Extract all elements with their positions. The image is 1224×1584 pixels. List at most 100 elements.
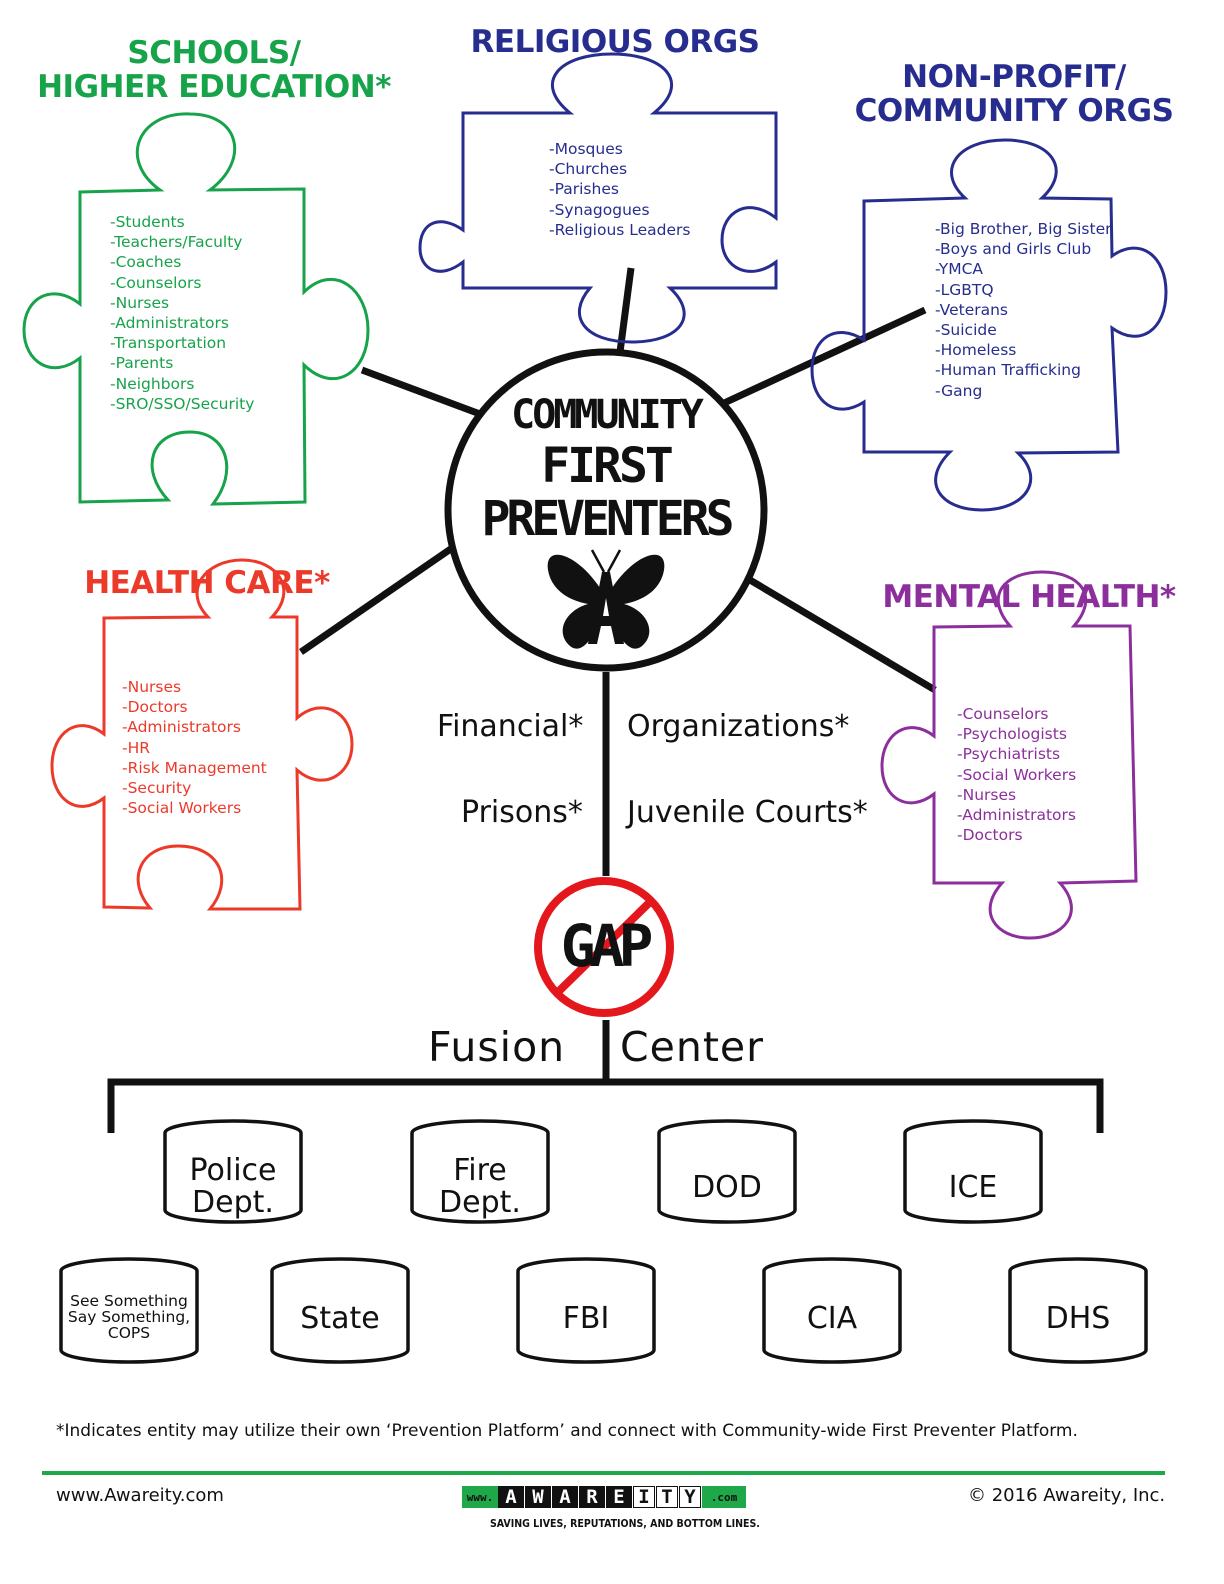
schools-title: SCHOOLS/ HIGHER EDUCATION* (34, 36, 394, 104)
fusion-bracket (107, 1078, 1104, 1133)
mental-puzzle-piece (880, 570, 1138, 940)
logo-letter: A (552, 1486, 578, 1508)
connector-health (299, 543, 457, 655)
agency-label-line: Police (189, 1153, 277, 1188)
agency-label-line: DHS (1045, 1301, 1111, 1336)
agency-label-line: Dept. (439, 1184, 521, 1220)
footer-copyright: © 2016 Awareity, Inc. (968, 1485, 1166, 1506)
list-item: -Gang (935, 381, 983, 400)
agency-fbi: FBI (518, 1303, 654, 1335)
list-item: -Coaches (110, 253, 182, 272)
list-item: -LGBTQ (935, 280, 994, 299)
list-item: -Transportation (110, 334, 227, 353)
agency-label-line: See Something (70, 1292, 188, 1310)
list-item: -Social Workers (957, 765, 1077, 784)
list-item: -Security (122, 779, 192, 798)
label-financial: Financial* (437, 709, 584, 744)
agency-label-line: COPS (107, 1324, 151, 1342)
list-item: -Nurses (110, 293, 170, 312)
nonprofit-title-line1: NON-PROFIT/ (902, 59, 1126, 95)
agency-label-line: Say Something, (67, 1308, 191, 1326)
list-item: -Mosques (549, 140, 623, 158)
religious-puzzle-piece (418, 52, 778, 344)
awareity-logo: www. A W A R E I T Y .com (462, 1486, 746, 1508)
list-item: -Suicide (935, 321, 997, 340)
list-item: -Neighbors (110, 374, 195, 393)
agency-label-line: FBI (562, 1301, 610, 1336)
center-title-line3: PREVENTERS (481, 491, 735, 547)
agency-state: State (272, 1303, 408, 1335)
logo-letter: A (498, 1486, 524, 1508)
list-item: -Churches (549, 160, 628, 179)
butterfly-a-icon (547, 549, 665, 649)
footer-website-link[interactable]: www.Awareity.com (56, 1485, 224, 1506)
list-item: -Psychologists (957, 725, 1067, 744)
schools-puzzle-piece (22, 112, 370, 506)
list-item: -SRO/SSO/Security (110, 394, 255, 413)
logo-letter: I (633, 1486, 655, 1508)
agency-cia: CIA (764, 1303, 900, 1335)
label-organizations: Organizations* (627, 709, 850, 744)
agency-label-line: State (300, 1301, 380, 1336)
health-title: HEALTH CARE* (84, 565, 330, 601)
gap-label: GAP (560, 912, 654, 980)
agency-ice: ICE (905, 1172, 1041, 1204)
schools-title-line1: SCHOOLS/ (127, 35, 301, 71)
nonprofit-title-line2: COMMUNITY ORGS (854, 93, 1174, 129)
logo-letter: T (656, 1486, 678, 1508)
list-item: -Administrators (110, 314, 229, 333)
schools-list: -Students -Teachers/Faculty -Coaches -Co… (110, 212, 254, 414)
list-item: -Administrators (957, 806, 1076, 825)
nonprofit-title: NON-PROFIT/ COMMUNITY ORGS (848, 60, 1180, 128)
center-title-line2: FIRST (541, 438, 674, 494)
list-item: -Doctors (122, 698, 188, 717)
agency-label-line: DOD (692, 1170, 762, 1205)
list-item: -Parishes (549, 180, 619, 199)
logo-letter: Y (679, 1486, 701, 1508)
list-item: -Veterans (935, 300, 1009, 319)
list-item: -Human Trafficking (935, 361, 1081, 380)
agency-dod: DOD (659, 1172, 795, 1204)
list-item: -YMCA (935, 260, 984, 279)
connector-religious (616, 267, 635, 353)
list-item: -Parents (110, 354, 174, 373)
mental-title: MENTAL HEALTH* (882, 579, 1176, 615)
nonprofit-puzzle-piece (810, 138, 1168, 512)
center-title: COMMUNITY FIRST PREVENTERS (470, 390, 742, 546)
list-item: -Teachers/Faculty (110, 233, 243, 252)
list-item: -Homeless (935, 341, 1017, 360)
list-item: -Religious Leaders (549, 220, 691, 239)
list-item: -HR (122, 738, 151, 757)
health-puzzle-piece (50, 558, 354, 911)
agency-label-line: Dept. (192, 1184, 274, 1220)
agency-dhs: DHS (1010, 1303, 1146, 1335)
list-item: -Risk Management (122, 758, 267, 777)
schools-title-line2: HIGHER EDUCATION* (37, 69, 391, 105)
list-item: -Counselors (957, 705, 1049, 723)
center-label: Center (620, 1023, 764, 1071)
list-item: -Nurses (957, 785, 1017, 804)
list-item: -Students (110, 213, 185, 231)
list-item: -Administrators (122, 718, 241, 737)
connector-schools (360, 366, 482, 418)
connector-nonprofit (720, 306, 927, 408)
footnote: *Indicates entity may utilize their own … (56, 1421, 1078, 1441)
center-circle (444, 348, 768, 672)
agency-see-something: See Something Say Something, COPS (61, 1293, 197, 1341)
agency-fire-dept: Fire Dept. (412, 1155, 548, 1218)
logo-letter: R (579, 1486, 605, 1508)
fusion-label: Fusion (428, 1023, 566, 1071)
logo-tagline: SAVING LIVES, REPUTATIONS, AND BOTTOM LI… (490, 1518, 760, 1530)
nonprofit-list: -Big Brother, Big Sister -Boys and Girls… (935, 219, 1111, 401)
logo-letter: W (525, 1486, 551, 1508)
agency-cylinders (59, 1119, 1148, 1364)
agency-label-line: ICE (948, 1170, 998, 1205)
list-item: -Big Brother, Big Sister (935, 220, 1112, 238)
logo-letter: E (606, 1486, 632, 1508)
agency-label-line: CIA (806, 1301, 858, 1336)
gap-slash (553, 897, 655, 997)
list-item: -Psychiatrists (957, 745, 1061, 764)
religious-list: -Mosques -Churches -Parishes -Synagogues… (549, 139, 691, 240)
logo-prefix: www. (462, 1486, 498, 1508)
list-item: -Doctors (957, 826, 1023, 845)
